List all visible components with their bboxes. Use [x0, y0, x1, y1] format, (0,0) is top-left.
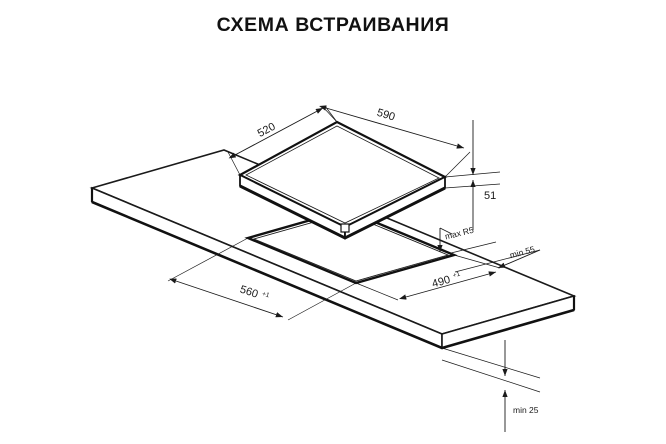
dim-590-extension-right	[444, 151, 471, 178]
dim-490-label: 490	[431, 274, 452, 291]
dim-560-extension-left	[167, 237, 249, 282]
dim-520-label: 520	[256, 121, 278, 140]
dim-490-label-group: 490 +1	[431, 271, 462, 291]
dim-min55-line	[497, 249, 541, 269]
page-title: СХЕМА ВСТРАИВАНИЯ	[216, 14, 450, 36]
dimension-590: 590	[319, 105, 471, 178]
dim-51-extension-top	[444, 171, 501, 178]
dim-490-extension-left	[355, 282, 399, 301]
dim-min25-label: min 25	[513, 405, 539, 415]
dim-560-label: 560	[238, 284, 259, 301]
dim-r5-shoulder	[439, 227, 453, 235]
dimension-min-25: min 25	[441, 340, 541, 432]
dim-r5-label: max R5	[444, 225, 475, 242]
dim-min55-leader	[454, 249, 541, 273]
dim-490-extension-right	[453, 254, 501, 269]
dim-560-label-group: 560 +1	[238, 284, 271, 301]
hob-front-detail-marker	[340, 223, 350, 233]
dimension-490: 490 +1	[355, 254, 501, 301]
dim-490-tolerance: +1	[452, 271, 461, 280]
dim-min25-extension-bottom	[441, 359, 541, 393]
hob-front-silhouette	[239, 184, 446, 240]
dim-560-line	[169, 278, 284, 318]
dimension-560: 560 +1	[167, 237, 357, 321]
dim-51-extension-bottom	[444, 183, 501, 189]
dim-590-line	[319, 105, 465, 149]
dim-520-line	[228, 107, 324, 159]
dim-51-label: 51	[484, 190, 496, 202]
dim-560-tolerance: +1	[261, 290, 271, 299]
dim-min25-extension-top	[441, 347, 541, 379]
dim-590-label: 590	[375, 107, 396, 124]
dim-490-line	[399, 271, 497, 300]
dim-560-extension-right	[287, 282, 357, 321]
dimension-51: 51	[444, 120, 501, 230]
dim-r5-leader	[450, 241, 497, 254]
